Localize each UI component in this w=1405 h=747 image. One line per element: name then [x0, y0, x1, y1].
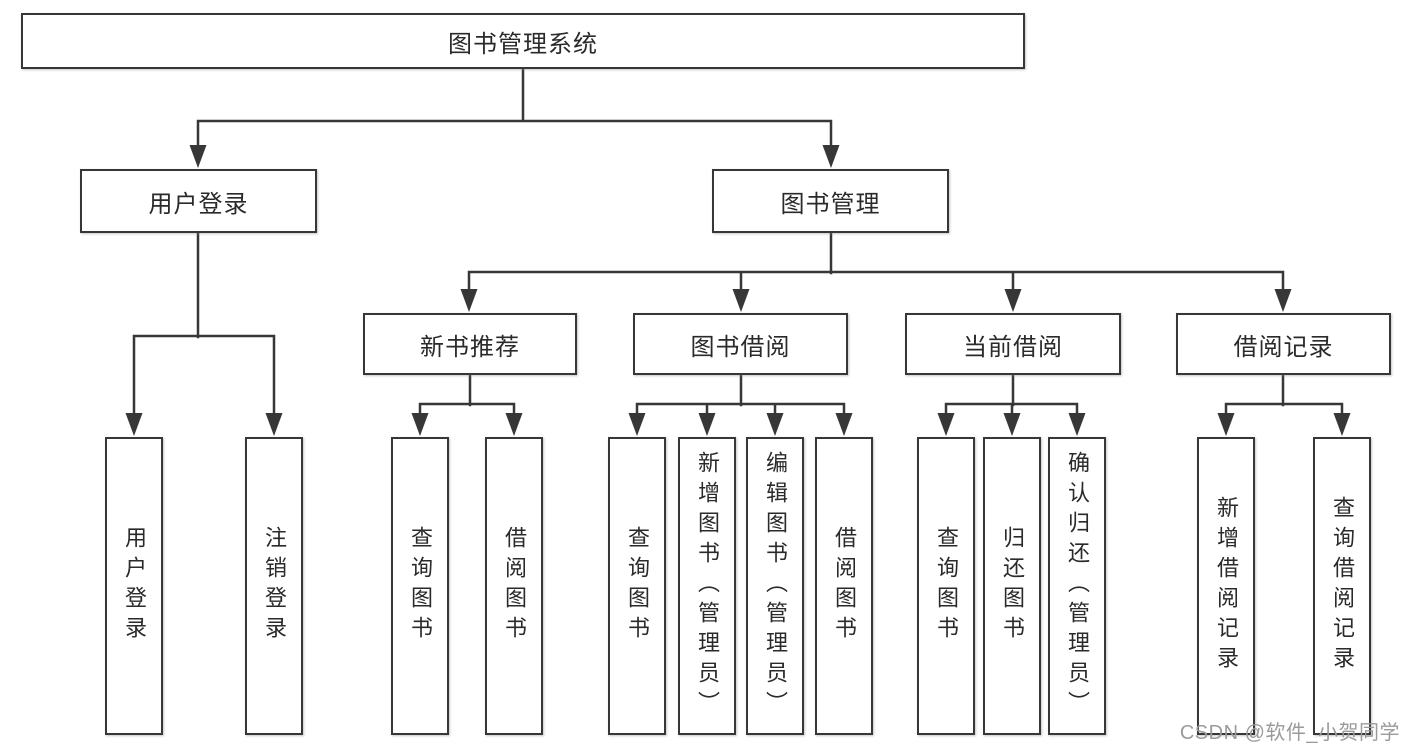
- leaf-return-books: 归还图书: [983, 437, 1041, 735]
- node-borrowing-records: 借阅记录: [1176, 313, 1391, 375]
- node-library-system-label: 图书管理系统: [448, 30, 598, 58]
- leaf-add-books-admin: 新增图书（管理员）: [678, 437, 736, 735]
- node-borrowing-records-label: 借阅记录: [1233, 333, 1334, 361]
- node-current-borrowing-label: 当前借阅: [963, 333, 1063, 361]
- leaf-logout-label: 注销登录: [262, 526, 287, 646]
- leaf-add-borrow-record-label: 新增借阅记录: [1214, 496, 1239, 676]
- leaf-borrow-books-recommend: 借阅图书: [485, 437, 543, 735]
- node-book-management-label: 图书管理: [780, 190, 881, 218]
- node-book-borrowing: 图书借阅: [633, 313, 848, 375]
- leaf-edit-books-admin-label: 编辑图书（管理员）: [763, 451, 788, 721]
- leaf-confirm-return-admin-label: 确认归还（管理员）: [1065, 451, 1090, 721]
- node-current-borrowing: 当前借阅: [905, 313, 1121, 375]
- leaf-query-books-borrow: 查询图书: [608, 437, 666, 735]
- node-library-system: 图书管理系统: [21, 13, 1025, 69]
- leaf-query-books-current-label: 查询图书: [934, 526, 959, 646]
- node-book-borrowing-label: 图书借阅: [690, 333, 791, 361]
- node-new-book-recommend: 新书推荐: [363, 313, 577, 375]
- csdn-watermark: CSDN @软件_小贺同学: [1179, 722, 1400, 744]
- leaf-add-borrow-record: 新增借阅记录: [1197, 437, 1255, 735]
- leaf-return-books-label: 归还图书: [1000, 526, 1025, 646]
- arrowheads: [125, 145, 1351, 436]
- node-user-login-label: 用户登录: [148, 190, 249, 218]
- leaf-edit-books-admin: 编辑图书（管理员）: [746, 437, 804, 735]
- leaf-add-books-admin-label: 新增图书（管理员）: [695, 451, 720, 721]
- node-book-management: 图书管理: [712, 169, 949, 233]
- leaf-user-login: 用户登录: [105, 437, 163, 735]
- leaf-borrow-books: 借阅图书: [815, 437, 873, 735]
- leaf-query-books-recommend: 查询图书: [391, 437, 449, 735]
- leaf-query-borrow-record: 查询借阅记录: [1313, 437, 1371, 735]
- leaf-borrow-books-recommend-label: 借阅图书: [502, 526, 527, 646]
- leaf-logout: 注销登录: [245, 437, 303, 735]
- leaf-confirm-return-admin: 确认归还（管理员）: [1048, 437, 1106, 735]
- node-user-login: 用户登录: [80, 169, 317, 233]
- leaf-borrow-books-label: 借阅图书: [832, 526, 857, 646]
- leaf-user-login-label: 用户登录: [122, 526, 147, 646]
- leaf-query-borrow-record-label: 查询借阅记录: [1330, 496, 1355, 676]
- leaf-query-books-borrow-label: 查询图书: [625, 526, 650, 646]
- leaf-query-books-recommend-label: 查询图书: [408, 526, 433, 646]
- leaf-query-books-current: 查询图书: [917, 437, 975, 735]
- node-new-book-recommend-label: 新书推荐: [420, 333, 520, 361]
